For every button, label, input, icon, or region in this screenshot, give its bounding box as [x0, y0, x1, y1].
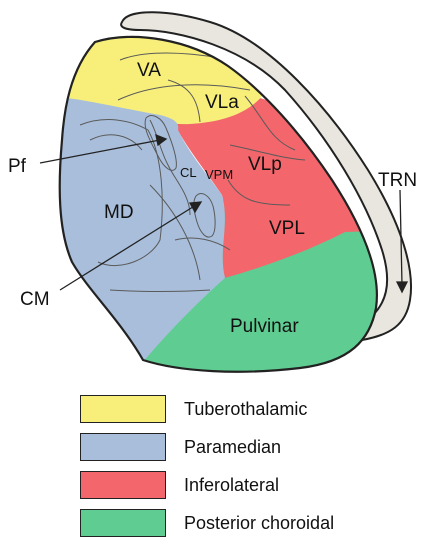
legend-label: Posterior choroidal: [184, 513, 334, 534]
thalamus-diagram: VA VLa VLp VPL VPM CL MD Pulvinar Pf CM …: [0, 0, 423, 390]
legend-swatch: [80, 395, 166, 423]
label-cl: CL: [180, 165, 197, 180]
legend-label: Inferolateral: [184, 475, 279, 496]
legend-swatch: [80, 471, 166, 499]
legend-swatch: [80, 509, 166, 537]
label-va: VA: [137, 60, 161, 81]
legend-item-posterior-choroidal: Posterior choroidal: [80, 506, 410, 544]
label-pulvinar: Pulvinar: [230, 316, 299, 337]
legend-item-inferolateral: Inferolateral: [80, 468, 410, 506]
legend-label: Paramedian: [184, 437, 281, 458]
label-trn: TRN: [378, 170, 417, 191]
label-md: MD: [104, 202, 134, 223]
label-cm: CM: [20, 289, 50, 310]
label-vlp: VLp: [248, 154, 282, 175]
legend-item-paramedian: Paramedian: [80, 430, 410, 468]
legend-swatch: [80, 433, 166, 461]
label-pf: Pf: [8, 156, 27, 177]
label-vla: VLa: [205, 92, 239, 113]
label-vpm: VPM: [205, 167, 233, 182]
legend: Tuberothalamic Paramedian Inferolateral …: [80, 392, 410, 544]
legend-item-tuberothalamic: Tuberothalamic: [80, 392, 410, 430]
label-vpl: VPL: [269, 218, 305, 239]
legend-label: Tuberothalamic: [184, 399, 307, 420]
